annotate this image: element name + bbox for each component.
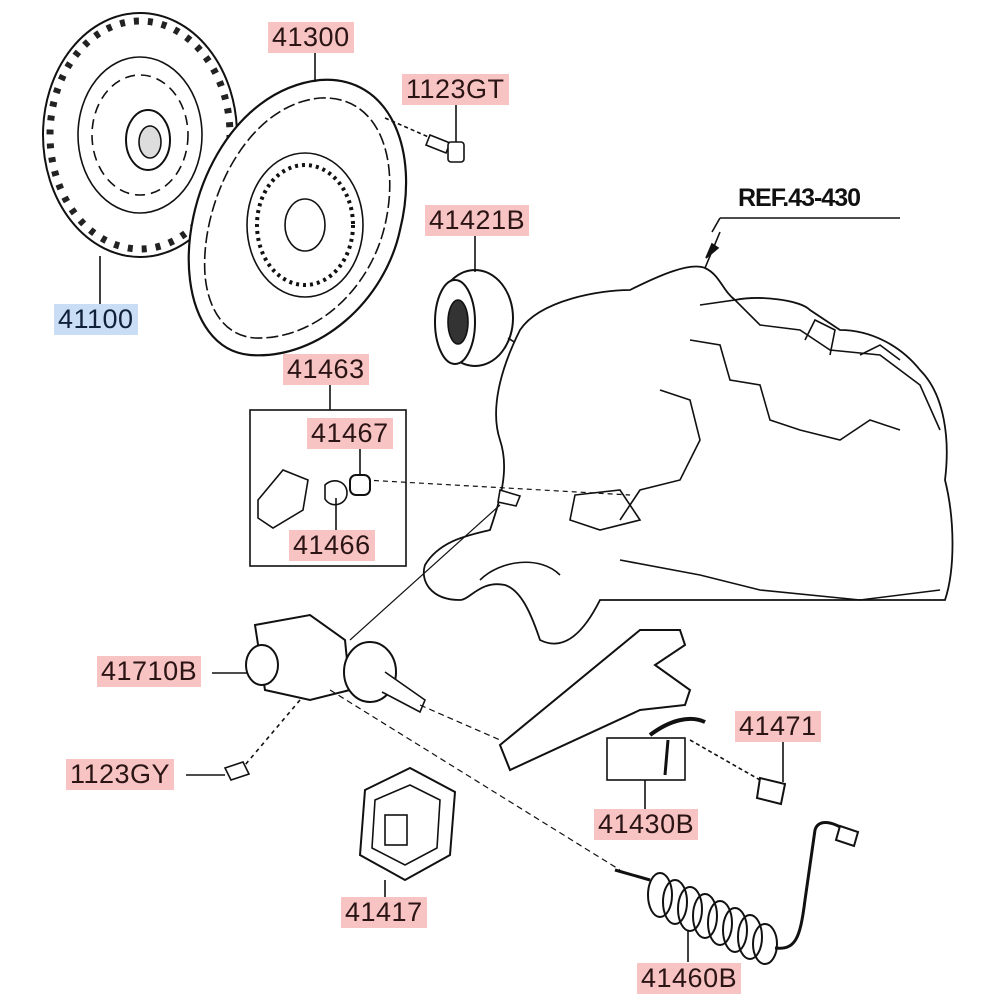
callout-41471[interactable]: 41471 [735, 711, 821, 742]
callout-1123gy[interactable]: 1123GY [66, 759, 175, 790]
pressure-plate-illustration[interactable] [187, 52, 465, 357]
release-cylinder-illustration[interactable] [186, 504, 621, 871]
dust-boot-illustration[interactable] [358, 766, 457, 897]
callout-41417[interactable]: 41417 [341, 897, 427, 928]
callout-41466[interactable]: 41466 [289, 530, 375, 561]
clutch-hose-illustration[interactable] [614, 821, 860, 965]
callout-41100[interactable]: 41100 [54, 304, 138, 335]
callout-41710b[interactable]: 41710B [97, 656, 202, 687]
callout-41300[interactable]: 41300 [268, 22, 354, 53]
reference-label: REF.43-430 [738, 184, 861, 212]
release-bearing-illustration[interactable] [434, 235, 536, 367]
callout-41460b[interactable]: 41460B [637, 963, 742, 994]
transmission-housing-illustration [364, 217, 954, 645]
callout-41463[interactable]: 41463 [283, 354, 369, 385]
callout-41430b[interactable]: 41430B [594, 809, 699, 840]
callout-1123gt[interactable]: 1123GT [402, 74, 509, 105]
release-fork-illustration[interactable] [498, 629, 787, 812]
callout-41421b[interactable]: 41421B [425, 205, 530, 236]
pivot-kit-illustration[interactable] [249, 384, 407, 567]
callout-41467[interactable]: 41467 [307, 418, 393, 449]
